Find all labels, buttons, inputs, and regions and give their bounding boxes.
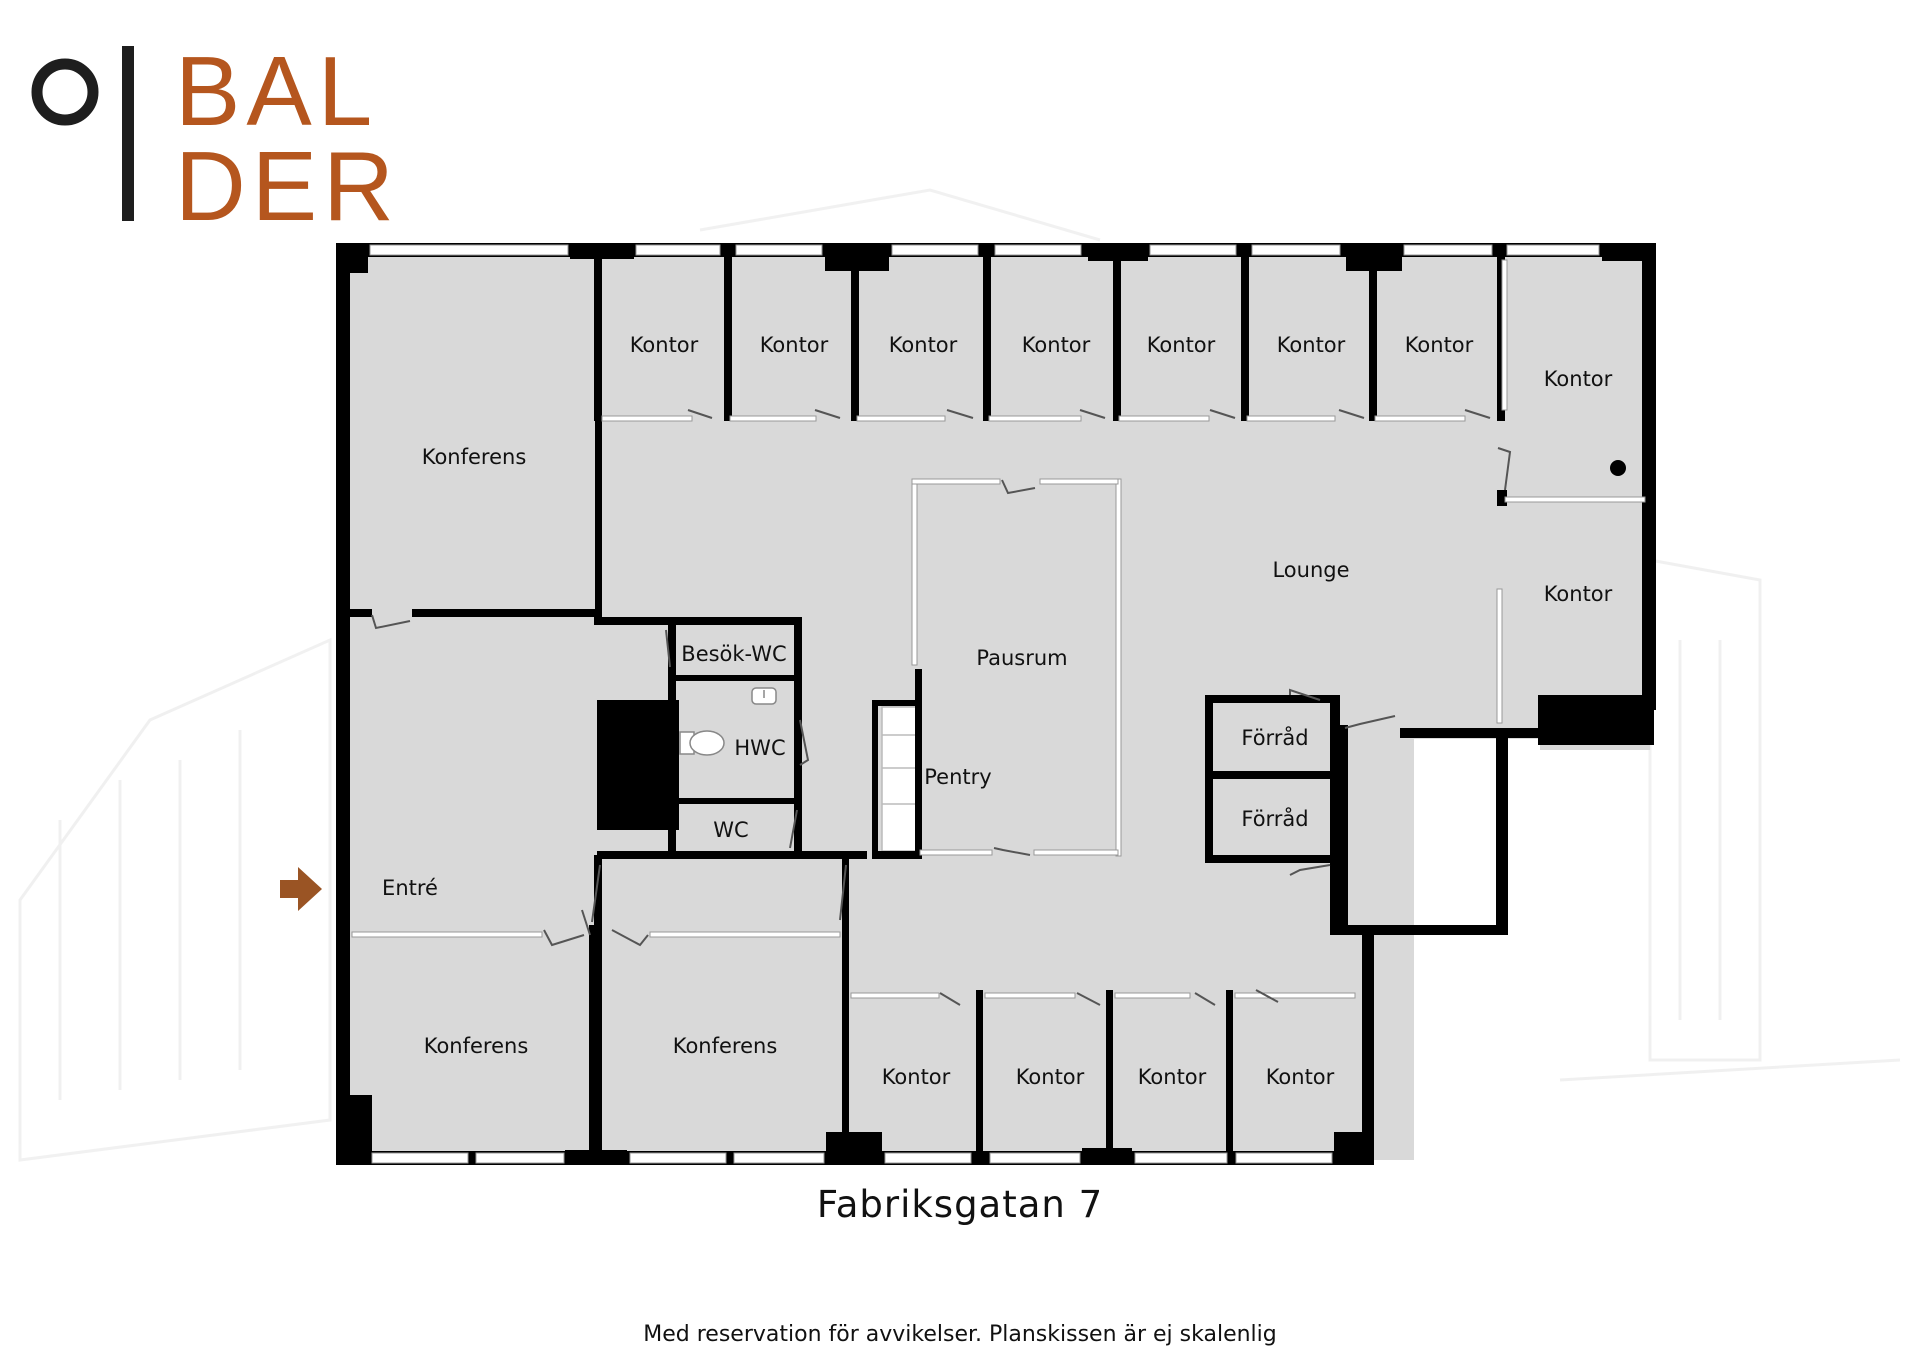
room-wc: WC — [713, 818, 748, 842]
room-kontor-3: Kontor — [889, 333, 958, 357]
room-konferens-s: Konferens — [673, 1034, 778, 1058]
room-hwc: HWC — [734, 736, 785, 760]
room-kontor-4: Kontor — [1022, 333, 1091, 357]
column-dot — [1610, 460, 1626, 476]
room-konferens-nw: Konferens — [422, 445, 527, 469]
room-konferens-sw: Konferens — [424, 1034, 529, 1058]
room-pausrum: Pausrum — [976, 646, 1067, 670]
room-kontor-ne: Kontor — [1544, 367, 1613, 391]
logo-line-2: DER — [175, 131, 400, 241]
room-kontor-s4: Kontor — [1266, 1065, 1335, 1089]
room-kontor-s2: Kontor — [1016, 1065, 1085, 1089]
logo-bar-mark — [122, 46, 134, 221]
balder-logo: BAL DER — [31, 36, 400, 241]
shaft-core — [597, 700, 679, 830]
toilet-icon — [679, 730, 725, 756]
room-kontor-e: Kontor — [1544, 582, 1613, 606]
room-kontor-s1: Kontor — [882, 1065, 951, 1089]
room-kontor-2: Kontor — [760, 333, 829, 357]
disclaimer-text: Med reservation för avvikelser. Planskis… — [643, 1322, 1277, 1347]
doors — [371, 409, 1512, 1006]
room-kontor-6: Kontor — [1277, 333, 1346, 357]
background-sketch — [18, 188, 1901, 1162]
floor-area — [344, 253, 1650, 1160]
room-entre: Entré — [382, 876, 438, 900]
entrance-arrow-icon — [280, 867, 322, 911]
address-caption: Fabriksgatan 7 — [816, 1183, 1104, 1226]
room-kontor-s3: Kontor — [1138, 1065, 1207, 1089]
room-besok-wc: Besök-WC — [681, 642, 786, 666]
room-lounge: Lounge — [1272, 558, 1349, 582]
logo-circle-mark — [31, 58, 99, 126]
room-labels: Konferens Kontor Kontor Kontor Kontor Ko… — [382, 333, 1613, 1089]
room-forrad-2: Förråd — [1241, 806, 1308, 831]
room-forrad-1: Förråd — [1241, 725, 1308, 750]
room-pentry: Pentry — [924, 765, 991, 789]
pentry-counter — [881, 706, 921, 852]
room-kontor-1: Kontor — [630, 333, 699, 357]
room-kontor-5: Kontor — [1147, 333, 1216, 357]
room-kontor-7: Kontor — [1405, 333, 1474, 357]
sink-icon — [751, 687, 777, 705]
windows — [351, 244, 1646, 1164]
logo-line-1: BAL — [175, 36, 378, 146]
